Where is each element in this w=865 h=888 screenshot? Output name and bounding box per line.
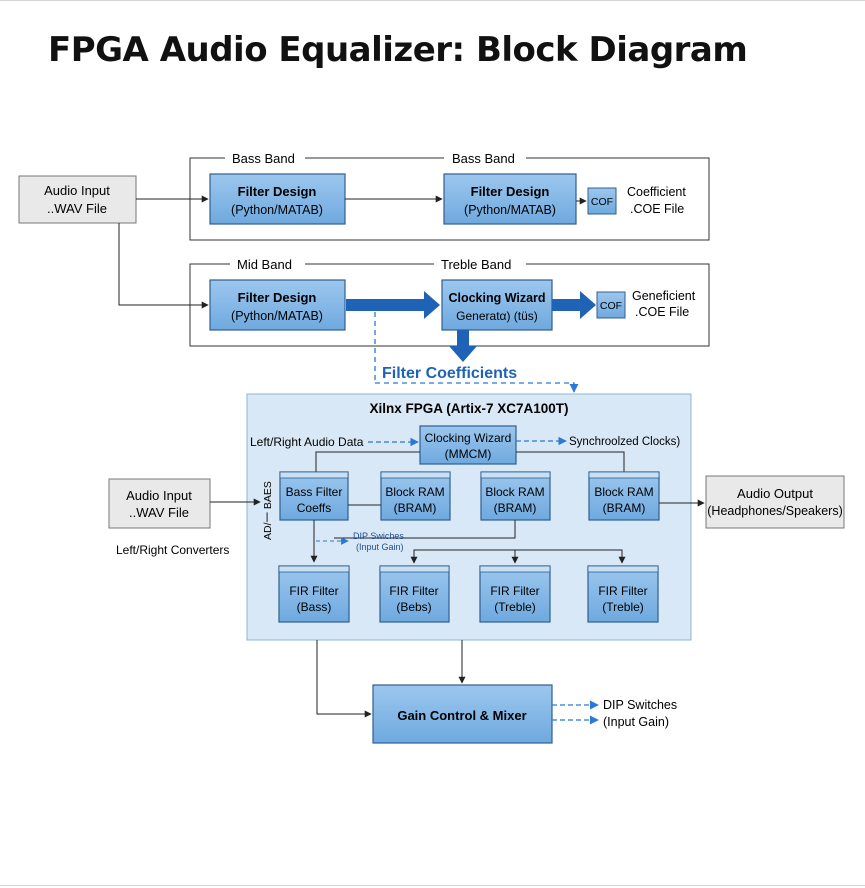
fir-treble-2-line1: FIR Filter xyxy=(598,584,647,598)
cof-box-row1-label: COF xyxy=(591,196,613,208)
bass-band-label-bg-2 xyxy=(444,150,526,166)
bass-band-label-left: Bass Band xyxy=(232,151,295,166)
thick-arrow-down-to-coefficients xyxy=(449,330,477,362)
filter-coefficients-label: Filter Coefficients xyxy=(382,365,517,382)
filter-design-bass-right[interactable]: Filter Design (Python/MATAB) xyxy=(443,173,577,225)
filter-design-bass-right-line1: Filter Design xyxy=(471,184,550,199)
audio-input-top-line2: ..WAV File xyxy=(47,201,107,216)
block-ram-box-1[interactable]: Block RAM (BRAM) xyxy=(380,471,451,521)
mid-band-label-bg xyxy=(230,256,305,272)
fir-filter-bebs[interactable]: FIR Filter (Bebs) xyxy=(379,565,450,623)
clocking-wizard-top-line2: Generatα) (tüs) xyxy=(456,309,538,323)
arrow-audio-to-mid-filter xyxy=(118,223,209,309)
mid-band-label: Mid Band xyxy=(237,257,292,272)
block-ram-box-2[interactable]: Block RAM (BRAM) xyxy=(480,471,551,521)
fir-bass-line2: (Bass) xyxy=(297,600,332,614)
block-ram-box-3[interactable]: Block RAM (BRAM) xyxy=(588,471,660,521)
dip-switches-bottom-line1: DIP Switches xyxy=(603,698,677,712)
dip-switches-small-line2: (Input Gain) xyxy=(356,542,404,552)
clocking-wizard-top-line1: Clocking Wizard xyxy=(448,291,545,305)
dip-switches-bottom-line2: (Input Gain) xyxy=(603,715,669,729)
arrow-fpga-left-to-gain xyxy=(316,640,372,718)
fir-bebs-line1: FIR Filter xyxy=(389,584,438,598)
treble-band-label: Treble Band xyxy=(441,257,511,272)
clock-line-left xyxy=(315,451,420,472)
bass-filter-coeffs-line2: Coeffs xyxy=(297,501,331,515)
bass-band-label-bg xyxy=(225,150,305,166)
audio-input-mid-line2: ..WAV File xyxy=(129,505,189,520)
clocking-wizard-top[interactable]: Clocking Wizard Generatα) (tüs) xyxy=(441,279,553,331)
top-border xyxy=(0,0,865,1)
fpga-side-label: AD/一 BAES xyxy=(262,481,274,540)
fir-treble-1-line2: (Treble) xyxy=(494,600,536,614)
fir-treble-1-line1: FIR Filter xyxy=(490,584,539,598)
fir-treble-2-line2: (Treble) xyxy=(602,600,644,614)
fir-bass-line1: FIR Filter xyxy=(289,584,338,598)
fpga-title: Xilnx FPGA (Artix-7 XC7A100T) xyxy=(369,401,568,416)
filter-design-mid[interactable]: Filter Design (Python/MATAB) xyxy=(209,279,346,331)
synchronized-clocks-label: Synchroolzed Clocks) xyxy=(569,436,680,448)
fir-filter-treble-2[interactable]: FIR Filter (Treble) xyxy=(587,565,659,623)
audio-input-top[interactable]: Audio Input ..WAV File xyxy=(18,175,137,224)
audio-input-top-line1: Audio Input xyxy=(44,183,110,198)
fir-bebs-line2: (Bebs) xyxy=(396,600,431,614)
block-ram-3-line1: Block RAM xyxy=(594,485,653,499)
coefficient-file-row2-line1: Geneficient xyxy=(632,289,696,303)
thick-arrow-clock-to-cof xyxy=(552,291,596,319)
filter-design-bass-right-line2: (Python/MATAB) xyxy=(464,203,556,217)
thick-arrow-mid-to-clock xyxy=(346,291,440,319)
audio-output-line1: Audio Output xyxy=(737,486,813,501)
gain-control-label: Gain Control & Mixer xyxy=(397,708,526,723)
block-ram-3-line2: (BRAM) xyxy=(603,501,646,515)
lr-converters-label: Left/Right Converters xyxy=(116,543,229,557)
coefficient-file-row1-line1: Coefficient xyxy=(627,185,686,199)
block-ram-1-line1: Block RAM xyxy=(385,485,444,499)
block-ram-1-line2: (BRAM) xyxy=(394,501,437,515)
coefficient-file-row1-line2: .COE File xyxy=(630,202,684,216)
treble-band-label-bg xyxy=(434,256,526,272)
audio-output[interactable]: Audio Output (Headphones/Speakers) xyxy=(705,475,845,529)
clocking-wizard-mmcm[interactable]: Clocking Wizard (MMCM) xyxy=(419,425,517,465)
block-ram-2-line1: Block RAM xyxy=(485,485,544,499)
dip-switches-small-line1: DIP Swiches xyxy=(353,531,404,541)
link-ram2-down xyxy=(334,520,516,539)
cof-box-row2-label: COF xyxy=(600,300,622,312)
coefficient-file-row2-line2: .COE File xyxy=(635,305,689,319)
bass-filter-coeffs-box[interactable]: Bass Filter Coeffs xyxy=(279,471,349,521)
page-title: FPGA Audio Equalizer: Block Diagram xyxy=(48,30,748,70)
filter-design-bass-left-line1: Filter Design xyxy=(238,184,317,199)
cof-box-row2[interactable]: COF xyxy=(596,291,626,319)
clock-line-right xyxy=(516,451,625,472)
filter-design-mid-line2: (Python/MATAB) xyxy=(231,309,323,323)
filter-design-bass-left[interactable]: Filter Design (Python/MATAB) xyxy=(209,173,346,225)
gain-control-mixer[interactable]: Gain Control & Mixer xyxy=(372,684,553,744)
bottom-border xyxy=(0,885,865,886)
fir-filter-treble-1[interactable]: FIR Filter (Treble) xyxy=(479,565,551,623)
audio-input-mid-line1: Audio Input xyxy=(126,488,192,503)
fir-filter-bass[interactable]: FIR Filter (Bass) xyxy=(278,565,350,623)
clocking-wizard-mmcm-line1: Clocking Wizard xyxy=(425,431,512,445)
filter-design-mid-line1: Filter Design xyxy=(238,290,317,305)
lr-audio-data-label: Left/Right Audio Data xyxy=(250,435,364,449)
bass-filter-coeffs-line1: Bass Filter xyxy=(286,485,343,499)
audio-input-mid[interactable]: Audio Input ..WAV File xyxy=(108,478,211,529)
filter-design-bass-left-line2: (Python/MATAB) xyxy=(231,203,323,217)
clocking-wizard-mmcm-line2: (MMCM) xyxy=(445,447,492,461)
bass-band-label-right: Bass Band xyxy=(452,151,515,166)
cof-box-row1[interactable]: COF xyxy=(587,187,617,215)
dashed-arrow-to-fpga xyxy=(375,382,579,393)
block-ram-2-line2: (BRAM) xyxy=(494,501,537,515)
audio-output-line2: (Headphones/Speakers) xyxy=(707,504,843,518)
